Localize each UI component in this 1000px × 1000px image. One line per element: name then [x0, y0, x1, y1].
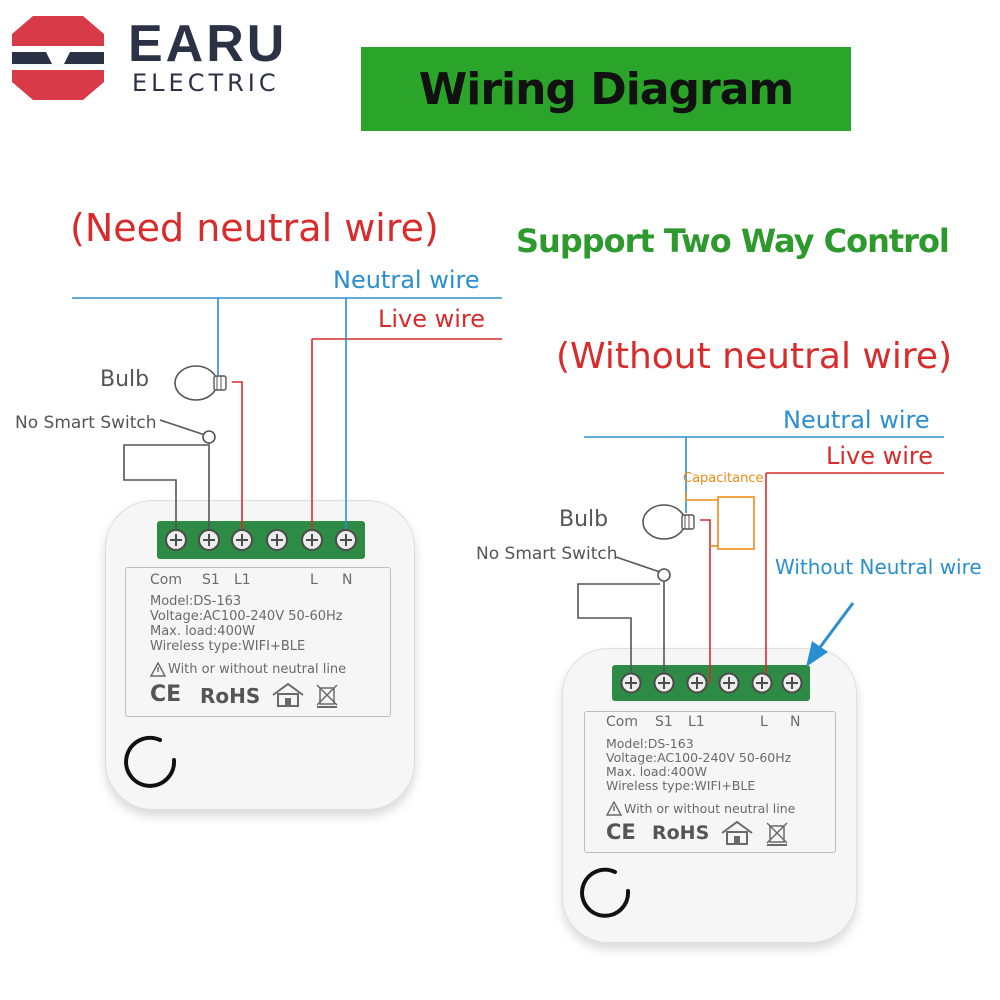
left-terminal-screws	[165, 529, 357, 551]
right-heading: (Without neutral wire)	[556, 336, 953, 377]
left-max-load-text: Max. load:400W	[150, 624, 255, 639]
right-terminal-label-com: Com	[606, 714, 638, 730]
left-weee-bin-icon	[316, 684, 338, 708]
left-switch-lever	[159, 419, 206, 436]
without-neutral-callout: Without Neutral wire	[775, 555, 982, 579]
right-mounting-hole-icon	[580, 867, 631, 918]
left-rohs-mark: RoHS	[200, 684, 261, 708]
left-bulb-icon	[174, 365, 227, 401]
brand-name: EARU	[128, 15, 288, 73]
right-terminal-label-n: N	[790, 714, 801, 730]
brand-subtitle: ELECTRIC	[132, 69, 280, 97]
right-terminal-label-l1: L1	[688, 714, 705, 730]
right-terminal-label-l: L	[760, 714, 768, 730]
right-ce-mark: CE	[606, 820, 636, 844]
banner-title: Wiring Diagram	[418, 63, 795, 115]
left-model-text: Model:DS-163	[150, 594, 242, 609]
right-switch-pivot-icon	[657, 568, 671, 582]
right-switch-lever	[615, 556, 661, 573]
right-warning-icon	[606, 801, 622, 816]
right-neutral-label: Neutral wire	[783, 406, 930, 434]
left-terminal-label-n: N	[342, 572, 353, 588]
right-house-icon	[721, 820, 753, 845]
left-warning-icon	[150, 662, 166, 677]
left-ce-mark: CE	[150, 682, 182, 707]
wiring-diagram-banner: Wiring Diagram	[361, 47, 851, 131]
right-terminal-screws	[620, 672, 803, 694]
capacitor-icon	[685, 492, 755, 550]
right-wiring	[577, 436, 944, 683]
left-bulb-to-l1	[232, 381, 243, 540]
right-live-label: Live wire	[826, 442, 934, 470]
left-wiring	[72, 297, 502, 540]
left-voltage-text: Voltage:AC100-240V 50-60Hz	[150, 609, 343, 624]
left-terminal-label-l: L	[310, 572, 318, 588]
right-model-text: Model:DS-163	[606, 736, 694, 751]
left-device-label-panel	[125, 567, 391, 717]
right-wireless-text: Wireless type:WIFI+BLE	[606, 778, 756, 793]
right-bulb-label: Bulb	[559, 507, 609, 532]
right-voltage-text: Voltage:AC100-240V 50-60Hz	[606, 750, 792, 765]
left-switch-pivot-icon	[202, 430, 216, 444]
right-terminal-label-s1: S1	[655, 714, 673, 730]
capacitance-label: Capacitance	[683, 471, 764, 486]
left-wireless-text: Wireless type:WIFI+BLE	[150, 639, 306, 654]
right-terminal-block	[612, 665, 810, 701]
right-max-load-text: Max. load:400W	[606, 764, 707, 779]
left-terminal-label-l1: L1	[234, 572, 251, 588]
left-live-label: Live wire	[378, 305, 486, 333]
right-weee-bin-icon	[766, 822, 788, 846]
left-switch-label: No Smart Switch	[15, 413, 157, 433]
right-switch-to-com	[577, 583, 660, 683]
left-neutral-note: With or without neutral line	[168, 662, 347, 677]
right-switch-label: No Smart Switch	[476, 544, 618, 564]
right-bulb-to-l1	[700, 519, 711, 683]
callout-arrow-icon	[806, 602, 855, 667]
left-neutral-label: Neutral wire	[333, 266, 480, 294]
left-terminal-block	[157, 521, 365, 559]
right-device-label-panel	[584, 711, 836, 853]
right-bulb-icon	[642, 504, 695, 540]
earu-logo-icon	[12, 16, 104, 100]
left-switch-to-com	[123, 444, 208, 540]
left-heading: (Need neutral wire)	[70, 206, 439, 250]
support-title: Support Two Way Control	[516, 222, 950, 260]
right-rohs-mark: RoHS	[652, 822, 710, 844]
left-terminal-label-s1: S1	[202, 572, 220, 588]
left-bulb-label: Bulb	[100, 367, 150, 392]
left-terminal-label-com: Com	[150, 572, 182, 588]
left-house-icon	[272, 682, 304, 707]
right-neutral-note: With or without neutral line	[624, 801, 796, 816]
left-mounting-hole-icon	[124, 735, 177, 788]
